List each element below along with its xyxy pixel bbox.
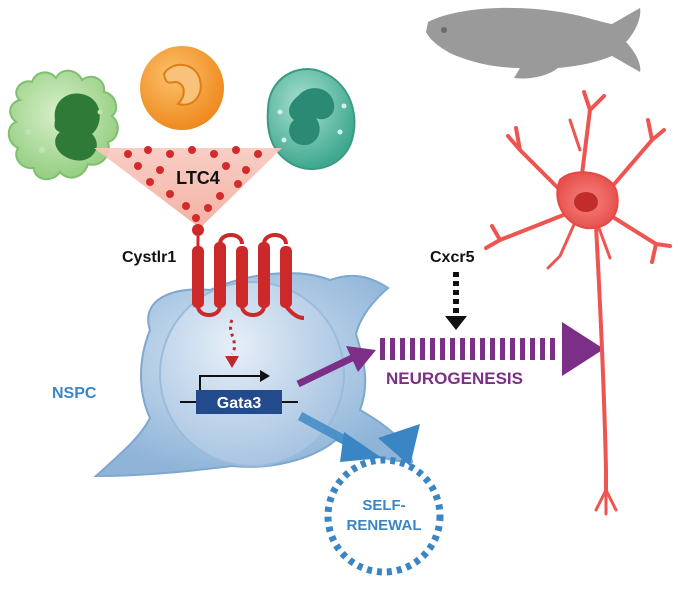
gata3-gene: Gata3 xyxy=(180,370,298,414)
signal-arrow xyxy=(225,319,239,368)
macrophage-icon xyxy=(7,69,119,181)
neutrophil-icon xyxy=(140,46,224,130)
ltc4-label: LTC4 xyxy=(176,168,220,188)
gata3-label: Gata3 xyxy=(217,395,262,412)
cxcr5-label: Cxcr5 xyxy=(430,249,475,266)
self-renewal-label-1: SELF- xyxy=(362,497,405,514)
neuron-icon xyxy=(484,90,672,516)
cxcr5-arrow: Cxcr5 xyxy=(430,249,475,330)
neurogenesis-arrow: NEUROGENESIS xyxy=(380,322,604,388)
ltc4-molecules xyxy=(124,146,262,222)
cystlr1-receptor: Cystlr1 xyxy=(122,224,305,320)
self-renewal-label-2: RENEWAL xyxy=(347,517,422,534)
ltc4-cone: LTC4 xyxy=(94,146,282,228)
eosinophil-icon xyxy=(266,68,356,171)
nspc-cell: NSPC xyxy=(52,272,414,478)
neurogenesis-label: NEUROGENESIS xyxy=(386,369,523,388)
nspc-label: NSPC xyxy=(52,385,97,402)
self-renewal-cycle: SELF- RENEWAL xyxy=(324,424,444,576)
zebrafish-icon xyxy=(426,7,641,79)
neurogenesis-arrow-short xyxy=(296,346,376,388)
self-renewal-arrow xyxy=(297,412,382,462)
cystlr1-label: Cystlr1 xyxy=(122,249,176,266)
